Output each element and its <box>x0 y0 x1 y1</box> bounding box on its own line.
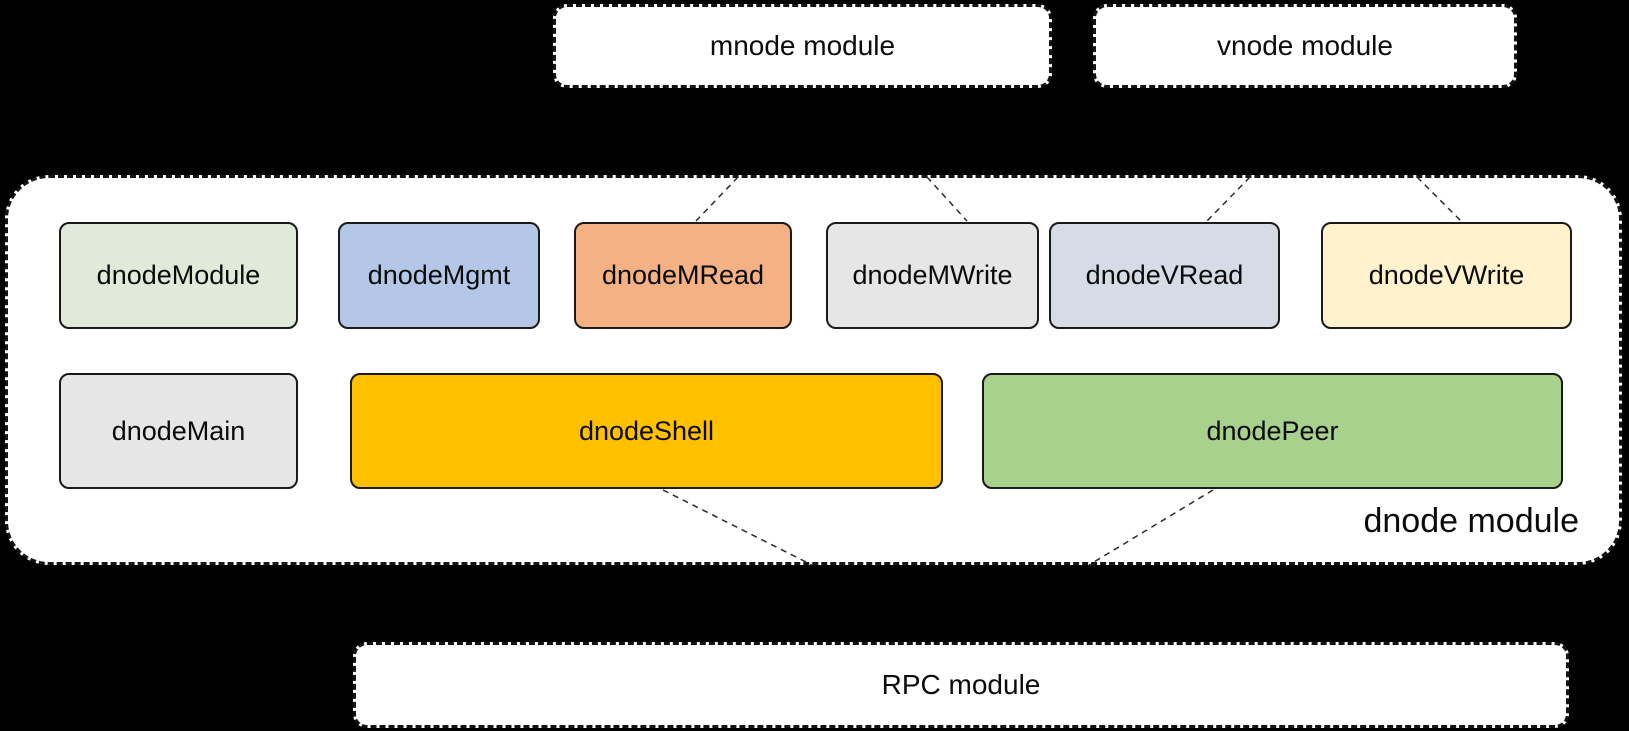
component-dnodemodule: dnodeModule <box>59 222 298 329</box>
component-label: dnodePeer <box>1206 415 1339 446</box>
vnode-module-box: vnode module <box>1093 4 1517 88</box>
component-label: dnodeVRead <box>1085 260 1244 290</box>
component-label: dnodeMgmt <box>367 260 511 290</box>
component-label: dnodeShell <box>578 415 715 446</box>
rpc-module-box: RPC module <box>353 642 1569 728</box>
component-label: dnodeMRead <box>601 260 765 290</box>
dnode-module-label: dnode module <box>1363 502 1579 540</box>
component-dnodeshell: dnodeShell <box>350 373 943 489</box>
component-dnodemain: dnodeMain <box>59 373 298 489</box>
component-label: dnodeMain <box>111 415 246 446</box>
component-dnodemread: dnodeMRead <box>574 222 792 329</box>
component-label: dnodeVWrite <box>1368 260 1525 290</box>
component-dnodevwrite: dnodeVWrite <box>1321 222 1572 329</box>
component-dnodemgmt: dnodeMgmt <box>338 222 540 329</box>
mnode-module-box: mnode module <box>553 4 1052 88</box>
component-dnodepeer: dnodePeer <box>982 373 1563 489</box>
vnode-module-label: vnode module <box>1217 30 1393 61</box>
component-dnodemwrite: dnodeMWrite <box>826 222 1039 329</box>
component-label: dnodeModule <box>96 260 261 290</box>
component-label: dnodeMWrite <box>852 260 1013 290</box>
rpc-module-label: RPC module <box>881 669 1041 700</box>
mnode-module-label: mnode module <box>709 30 896 61</box>
component-dnodevread: dnodeVRead <box>1049 222 1280 329</box>
